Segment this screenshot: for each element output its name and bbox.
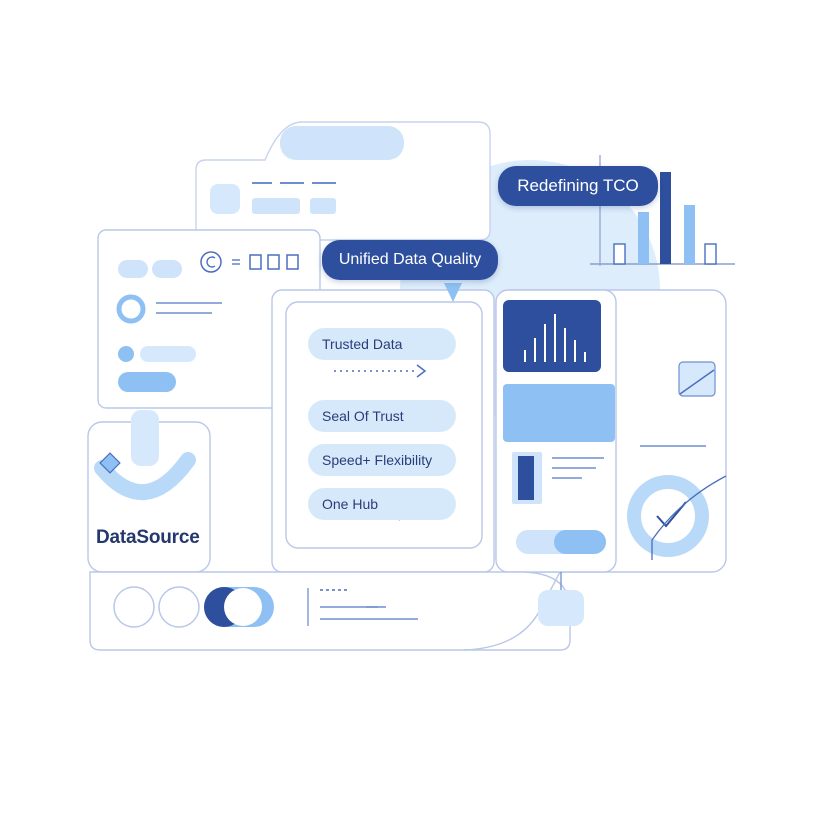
top-card bbox=[195, 121, 491, 241]
feature-pill-one-hub: One Hub bbox=[308, 488, 456, 520]
analytics-panel bbox=[495, 289, 727, 573]
feature-label: One Hub bbox=[322, 496, 379, 512]
feature-label: Seal Of Trust bbox=[322, 408, 404, 424]
tco-bar-chart bbox=[590, 155, 735, 266]
data-source-label: DataSource bbox=[96, 527, 200, 548]
unified-data-quality-label: Unified Data Quality bbox=[338, 251, 482, 268]
feature-label: Trusted Data bbox=[322, 336, 403, 352]
data-source-card bbox=[87, 410, 211, 573]
copyright-icon bbox=[200, 251, 222, 273]
redefining-tco-label: Redefining TCO bbox=[517, 176, 639, 195]
feature-label: Speed+ Flexibility bbox=[322, 452, 433, 468]
chevron-right-icon bbox=[416, 364, 427, 378]
bar-chart-icon bbox=[503, 300, 601, 372]
callout-pointer bbox=[444, 283, 462, 302]
redefining-tco-callout: Redefining TCO bbox=[498, 166, 658, 206]
unified-data-quality-callout: Unified Data Quality bbox=[322, 240, 498, 280]
settings-card bbox=[97, 229, 321, 409]
feature-pill-speed-flexibility: Speed+ Flexibility bbox=[308, 444, 456, 476]
check-icon bbox=[656, 501, 687, 528]
bottom-bar bbox=[89, 571, 584, 651]
diamond-icon bbox=[99, 452, 121, 474]
feature-pill-seal-of-trust: Seal Of Trust bbox=[308, 400, 456, 432]
feature-pill-trusted-data: Trusted Data bbox=[308, 328, 456, 360]
